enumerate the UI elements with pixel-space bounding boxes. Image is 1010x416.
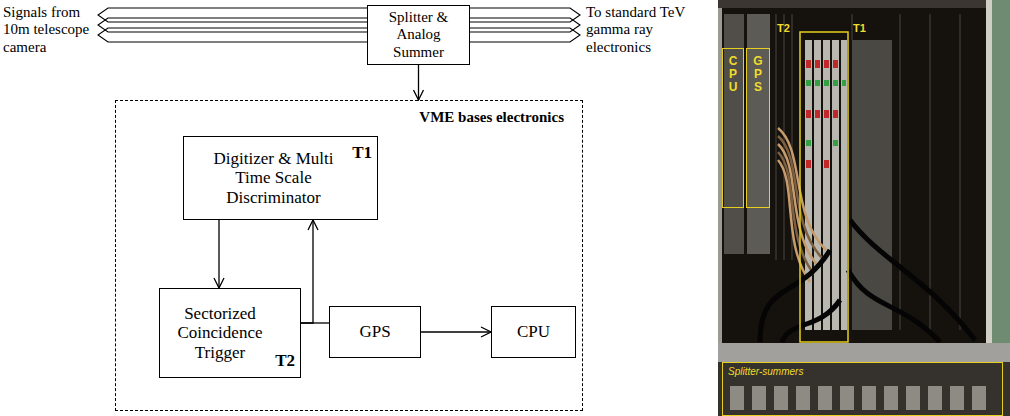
front-panel [718,343,1010,362]
photo-background [718,0,1010,416]
process-box: Digitizer & Multi Time Scale Discriminat… [183,136,378,220]
signal-label: To standard TeV gamma ray electronics [586,4,710,56]
signal-bundle [98,8,367,22]
node-text: VME bases electronics [419,109,564,126]
signal-bundle [470,8,580,22]
empty-slots [776,14,960,330]
ribbon-cable [778,160,810,282]
node-tag: T2 [275,351,295,371]
node-text: GPS [359,322,390,342]
cpu-card [724,14,744,254]
card-led [806,60,838,168]
node-text: GPS [752,55,764,95]
crate-rail [986,0,992,345]
photo-callout: Splitter-summers [722,362,1003,416]
node-text: Sectorized Coincidence Trigger [166,304,274,363]
process-box: CPU [491,306,576,358]
signal-bundle [98,28,367,42]
process-box: Sectorized Coincidence TriggerT2 [159,288,301,378]
signal-bundle [470,18,580,32]
photo-callout: GPS [746,48,770,208]
signal-arrow [301,322,329,323]
signal-arrow [418,65,419,100]
photo-label: T1 [853,22,866,35]
black-cable [850,220,975,340]
photo-label: T2 [777,22,790,35]
process-box: GPS [329,306,421,358]
crate-rail [992,0,1010,345]
splitter-chassis [718,362,1010,416]
black-cable [782,300,840,342]
node-text: CPU [517,322,550,342]
signal-label: Signals from 10m telescope camera [3,4,97,56]
node-text: Splitter & Analog Summer [371,9,466,61]
signal-bundle [470,28,580,42]
cable-connector [730,386,986,410]
node-text: Digitizer & Multi Time Scale Discriminat… [199,149,349,208]
highlight-outline [800,32,848,342]
signal-arrow [421,331,491,332]
node-text: CPU [727,55,739,95]
black-cable [848,270,940,342]
signal-arrow [218,220,219,288]
photo-callout: CPU [722,48,744,208]
gps-card [747,14,770,254]
crate-frame [718,0,1010,8]
signal-arrow [301,220,313,323]
node-tag: T1 [352,143,372,163]
group-box: VME bases electronicsDigitizer & Multi T… [115,100,583,411]
process-box: Splitter & Analog Summer [367,5,470,65]
card-led [806,80,846,146]
node-text: Splitter-summers [728,366,803,378]
signal-bundle [98,18,367,32]
